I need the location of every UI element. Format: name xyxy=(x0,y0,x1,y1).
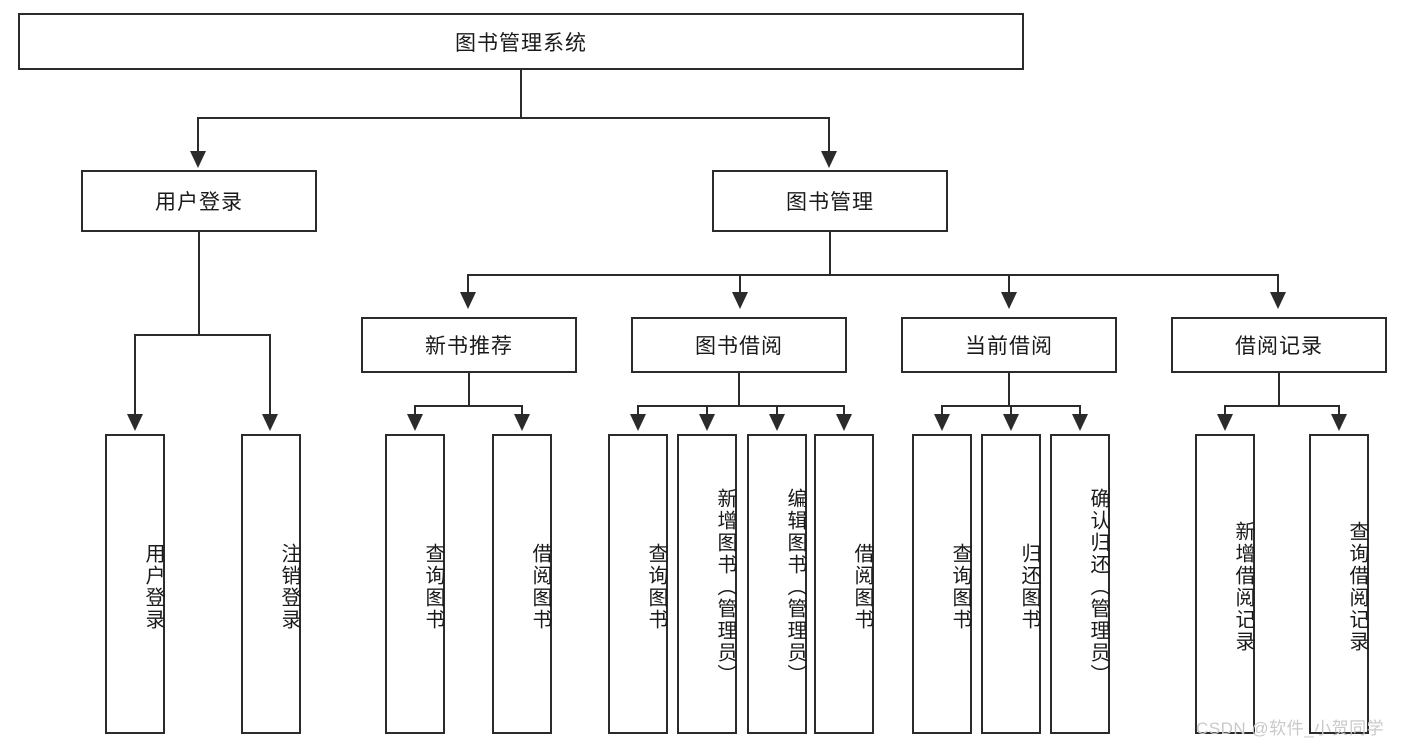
arrow-bb-child-2 xyxy=(769,414,785,431)
edge-current-borrow-stem xyxy=(1008,373,1010,407)
edge-nbr-child-1 xyxy=(521,405,523,417)
leaf-book-borrow-1[interactable]: 新增图书（管理员） xyxy=(677,434,737,734)
leaf-borrow-record-0[interactable]: 新增借阅记录 xyxy=(1195,434,1255,734)
arrow-nbr-child-1 xyxy=(514,414,530,431)
arrow-to-current-borrow xyxy=(1001,292,1017,309)
node-label: 查询借阅记录 xyxy=(1346,521,1368,653)
edge-level1-bus xyxy=(197,117,830,119)
arrow-bb-child-1 xyxy=(699,414,715,431)
edge-to-new-book-recommend xyxy=(467,274,469,294)
node-borrow-record[interactable]: 借阅记录 xyxy=(1171,317,1387,373)
node-label: 查询图书 xyxy=(949,543,971,631)
edge-user-login-bus xyxy=(134,334,271,336)
edge-borrow-record-stem xyxy=(1278,373,1280,407)
leaf-new-book-recommend-1[interactable]: 借阅图书 xyxy=(492,434,552,734)
node-label: 借阅图书 xyxy=(851,543,873,631)
node-label: 查询图书 xyxy=(645,543,667,631)
edge-user-login-stem xyxy=(198,232,200,336)
edge-level2-bus xyxy=(467,274,1279,276)
node-label: 新增图书（管理员） xyxy=(714,488,736,686)
arrow-cb-child-0 xyxy=(934,414,950,431)
arrow-cb-child-1 xyxy=(1003,414,1019,431)
node-user-login[interactable]: 用户登录 xyxy=(81,170,317,232)
csdn-watermark: CSDN @软件_小贺同学 xyxy=(1196,719,1385,738)
arrow-user-login-child-1 xyxy=(262,414,278,431)
leaf-current-borrow-2[interactable]: 确认归还（管理员） xyxy=(1050,434,1110,734)
edge-borrow-record-bus xyxy=(1224,405,1340,407)
arrow-to-borrow-record xyxy=(1270,292,1286,309)
arrow-nbr-child-0 xyxy=(407,414,423,431)
edge-new-book-recommend-stem xyxy=(468,373,470,407)
edge-book-borrow-stem xyxy=(738,373,740,407)
edge-user-login-child-1 xyxy=(269,334,271,416)
node-book-management[interactable]: 图书管理 xyxy=(712,170,948,232)
arrow-bb-child-3 xyxy=(836,414,852,431)
node-label: 注销登录 xyxy=(278,543,300,631)
edge-bb-child-0 xyxy=(637,405,639,417)
leaf-current-borrow-0[interactable]: 查询图书 xyxy=(912,434,972,734)
edge-to-borrow-record xyxy=(1277,274,1279,294)
edge-cb-child-2 xyxy=(1079,405,1081,417)
edge-bb-child-2 xyxy=(776,405,778,417)
edge-br-child-0 xyxy=(1224,405,1226,417)
arrow-to-new-book-recommend xyxy=(460,292,476,309)
node-current-borrow[interactable]: 当前借阅 xyxy=(901,317,1117,373)
edge-to-book-management xyxy=(828,117,830,153)
edge-cb-child-0 xyxy=(941,405,943,417)
node-label: 归还图书 xyxy=(1018,543,1040,631)
arrow-br-child-0 xyxy=(1217,414,1233,431)
node-label: 图书借阅 xyxy=(695,335,783,358)
node-label: 查询图书 xyxy=(422,543,444,631)
arrow-to-book-management xyxy=(821,151,837,168)
edge-bb-child-3 xyxy=(843,405,845,417)
edge-root-stem xyxy=(520,70,522,118)
node-label: 当前借阅 xyxy=(965,335,1053,358)
edge-book-management-stem xyxy=(829,232,831,276)
leaf-current-borrow-1[interactable]: 归还图书 xyxy=(981,434,1041,734)
node-label: 确认归还（管理员） xyxy=(1087,488,1109,686)
edge-to-book-borrow xyxy=(739,274,741,294)
node-label: 新增借阅记录 xyxy=(1232,521,1254,653)
node-label: 新书推荐 xyxy=(425,335,513,358)
edge-to-user-login xyxy=(197,117,199,153)
edge-nbr-child-0 xyxy=(414,405,416,417)
arrow-bb-child-0 xyxy=(630,414,646,431)
edge-book-borrow-bus xyxy=(637,405,845,407)
leaf-book-borrow-2[interactable]: 编辑图书（管理员） xyxy=(747,434,807,734)
edge-cb-child-1 xyxy=(1010,405,1012,417)
node-label: 图书管理 xyxy=(786,191,874,214)
node-label: 用户登录 xyxy=(142,543,164,631)
node-label: 借阅记录 xyxy=(1235,335,1323,358)
node-book-borrow[interactable]: 图书借阅 xyxy=(631,317,847,373)
leaf-user-login-1[interactable]: 注销登录 xyxy=(241,434,301,734)
node-new-book-recommend[interactable]: 新书推荐 xyxy=(361,317,577,373)
leaf-borrow-record-1[interactable]: 查询借阅记录 xyxy=(1309,434,1369,734)
edge-new-book-recommend-bus xyxy=(414,405,523,407)
edge-bb-child-1 xyxy=(706,405,708,417)
node-root-book-management-system[interactable]: 图书管理系统 xyxy=(18,13,1024,70)
arrow-cb-child-2 xyxy=(1072,414,1088,431)
node-label: 借阅图书 xyxy=(529,543,551,631)
arrow-to-user-login xyxy=(190,151,206,168)
node-label: 用户登录 xyxy=(155,191,243,214)
node-label: 编辑图书（管理员） xyxy=(784,488,806,686)
arrow-br-child-1 xyxy=(1331,414,1347,431)
leaf-user-login-0[interactable]: 用户登录 xyxy=(105,434,165,734)
leaf-new-book-recommend-0[interactable]: 查询图书 xyxy=(385,434,445,734)
arrow-user-login-child-0 xyxy=(127,414,143,431)
node-label: 图书管理系统 xyxy=(455,31,587,55)
arrow-to-book-borrow xyxy=(732,292,748,309)
leaf-book-borrow-3[interactable]: 借阅图书 xyxy=(814,434,874,734)
edge-to-current-borrow xyxy=(1008,274,1010,294)
edge-user-login-child-0 xyxy=(134,334,136,416)
leaf-book-borrow-0[interactable]: 查询图书 xyxy=(608,434,668,734)
edge-br-child-1 xyxy=(1338,405,1340,417)
